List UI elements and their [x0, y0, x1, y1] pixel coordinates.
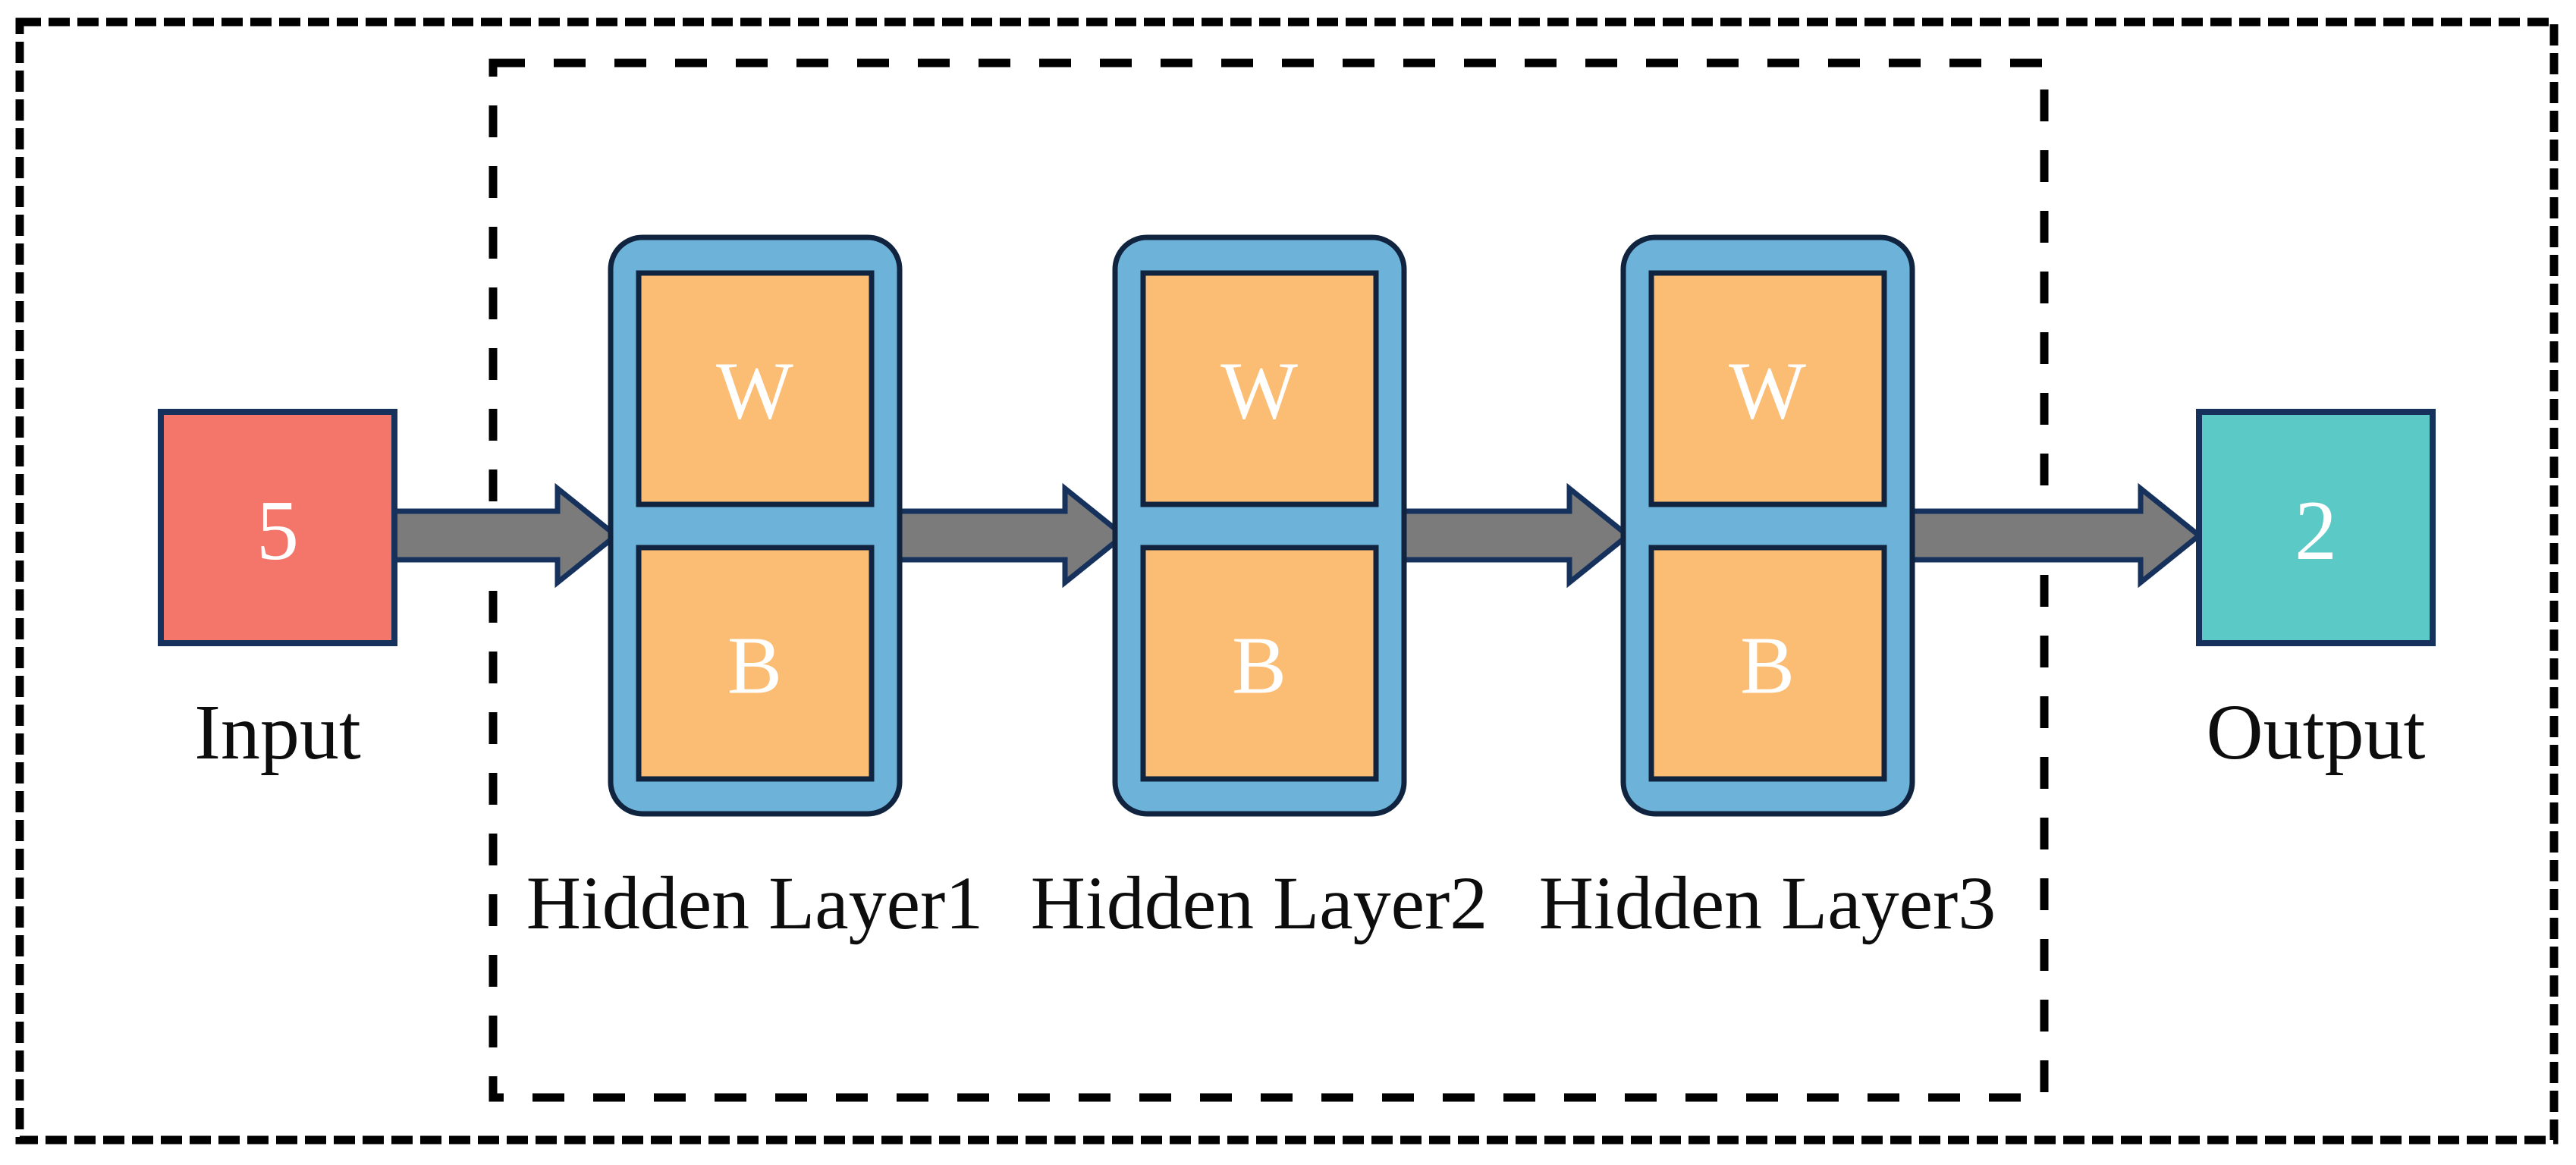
- arrow-input-to-layer1: [391, 482, 620, 589]
- hidden-layer-2-weight-cell: [1140, 270, 1379, 507]
- hidden-layer-1-weight-label: W: [716, 347, 793, 437]
- output-caption: Output: [2207, 689, 2426, 776]
- hidden-layer-1-bias-cell: [636, 545, 875, 782]
- output-box[interactable]: [2196, 409, 2436, 646]
- hidden-layer-3-caption: Hidden Layer3: [1539, 861, 1996, 945]
- hidden-layer-3-bias-cell: [1648, 545, 1887, 782]
- input-value: 5: [256, 484, 299, 578]
- hidden-layers-dashed-frame: [488, 58, 2049, 1102]
- hidden-layer-3-weight-label: W: [1729, 347, 1806, 437]
- hidden-layer-1-bias-label: B: [727, 621, 782, 711]
- arrow-layer3-to-output: [1909, 482, 2204, 589]
- hidden-layer-2-weight-label: W: [1220, 347, 1298, 437]
- hidden-layer-2-caption: Hidden Layer2: [1031, 861, 1488, 945]
- hidden-layer-2-bias-cell: [1140, 545, 1379, 782]
- input-caption: Input: [194, 689, 361, 776]
- hidden-layer-3-weight-cell: [1648, 270, 1887, 507]
- hidden-layer-3-bias-label: B: [1740, 621, 1795, 711]
- arrow-layer1-to-layer2: [897, 482, 1128, 589]
- hidden-layer-2[interactable]: W B: [1112, 234, 1407, 817]
- outer-dashed-frame: [15, 17, 2559, 1145]
- output-value: 2: [2295, 484, 2337, 578]
- hidden-layer-2-bias-label: B: [1232, 621, 1286, 711]
- hidden-layer-1-weight-cell: [636, 270, 875, 507]
- input-box[interactable]: [158, 409, 397, 646]
- hidden-layer-1-caption: Hidden Layer1: [526, 861, 984, 945]
- arrow-layer2-to-layer3: [1401, 482, 1632, 589]
- hidden-layer-3[interactable]: W B: [1620, 234, 1915, 817]
- hidden-layer-1[interactable]: W B: [608, 234, 903, 817]
